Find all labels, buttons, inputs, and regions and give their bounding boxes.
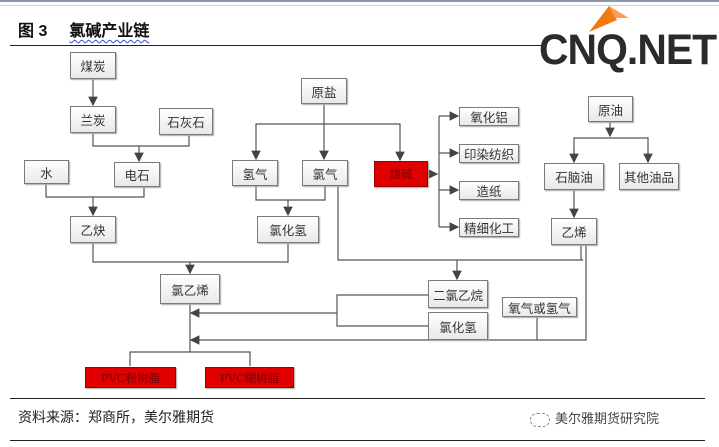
- node-coal: 煤炭: [70, 52, 116, 79]
- figure-title: 图 3 氯碱产业链: [18, 17, 149, 41]
- logo-bird-icon: [589, 6, 629, 32]
- node-hydrogen-chloride: 氯化氢: [257, 216, 319, 243]
- node-acetylene: 乙炔: [70, 216, 116, 243]
- figure-number: 图 3: [18, 23, 48, 40]
- node-pvc-paste: PVC糊树脂: [205, 367, 294, 388]
- figure-name: 氯碱产业链: [69, 21, 150, 40]
- node-water: 水: [24, 160, 69, 184]
- node-hydrogen-chloride-2: 氯化氢: [428, 312, 488, 340]
- node-other-oil: 其他油品: [619, 163, 679, 190]
- node-pvc-powder: PVC粉树脂: [85, 367, 176, 388]
- node-alumina: 氧化铝: [459, 107, 519, 126]
- node-limestone: 石灰石: [159, 108, 213, 135]
- node-vinyl-chloride: 氯乙烯: [160, 274, 220, 304]
- node-crude-oil: 原油: [588, 96, 633, 122]
- node-calcium-carbide: 电石: [114, 162, 160, 187]
- top-border: [0, 0, 719, 6]
- node-paper: 造纸: [459, 181, 519, 200]
- node-ethylene: 乙烯: [551, 218, 597, 245]
- node-naphtha: 石脑油: [544, 163, 604, 190]
- cnq-logo: CNQ.NET: [539, 4, 719, 74]
- node-textile: 印染纺织: [459, 144, 519, 163]
- node-caustic-soda: 烧碱: [374, 161, 428, 187]
- node-chlorine: 氯气: [302, 160, 348, 186]
- watermark: 美尔雅期货研究院: [530, 408, 659, 427]
- node-semi-coke: 兰炭: [70, 106, 116, 133]
- title-divider: [10, 45, 545, 46]
- node-hydrogen: 氢气: [232, 160, 278, 186]
- wechat-icon: [530, 412, 550, 427]
- logo-text: CNQ.NET: [539, 26, 717, 74]
- footer-bottom-divider: [10, 440, 705, 441]
- node-fine-chem: 精细化工: [459, 218, 519, 237]
- node-oxygen-or-hydrogen: 氧气或氢气: [502, 297, 577, 317]
- source-note: 资料来源：郑商所，美尔雅期货: [18, 410, 214, 426]
- watermark-text: 美尔雅期货研究院: [555, 412, 660, 427]
- node-raw-salt: 原盐: [301, 78, 347, 104]
- node-edc: 二氯乙烷: [428, 280, 488, 308]
- footer-top-divider: [10, 398, 705, 399]
